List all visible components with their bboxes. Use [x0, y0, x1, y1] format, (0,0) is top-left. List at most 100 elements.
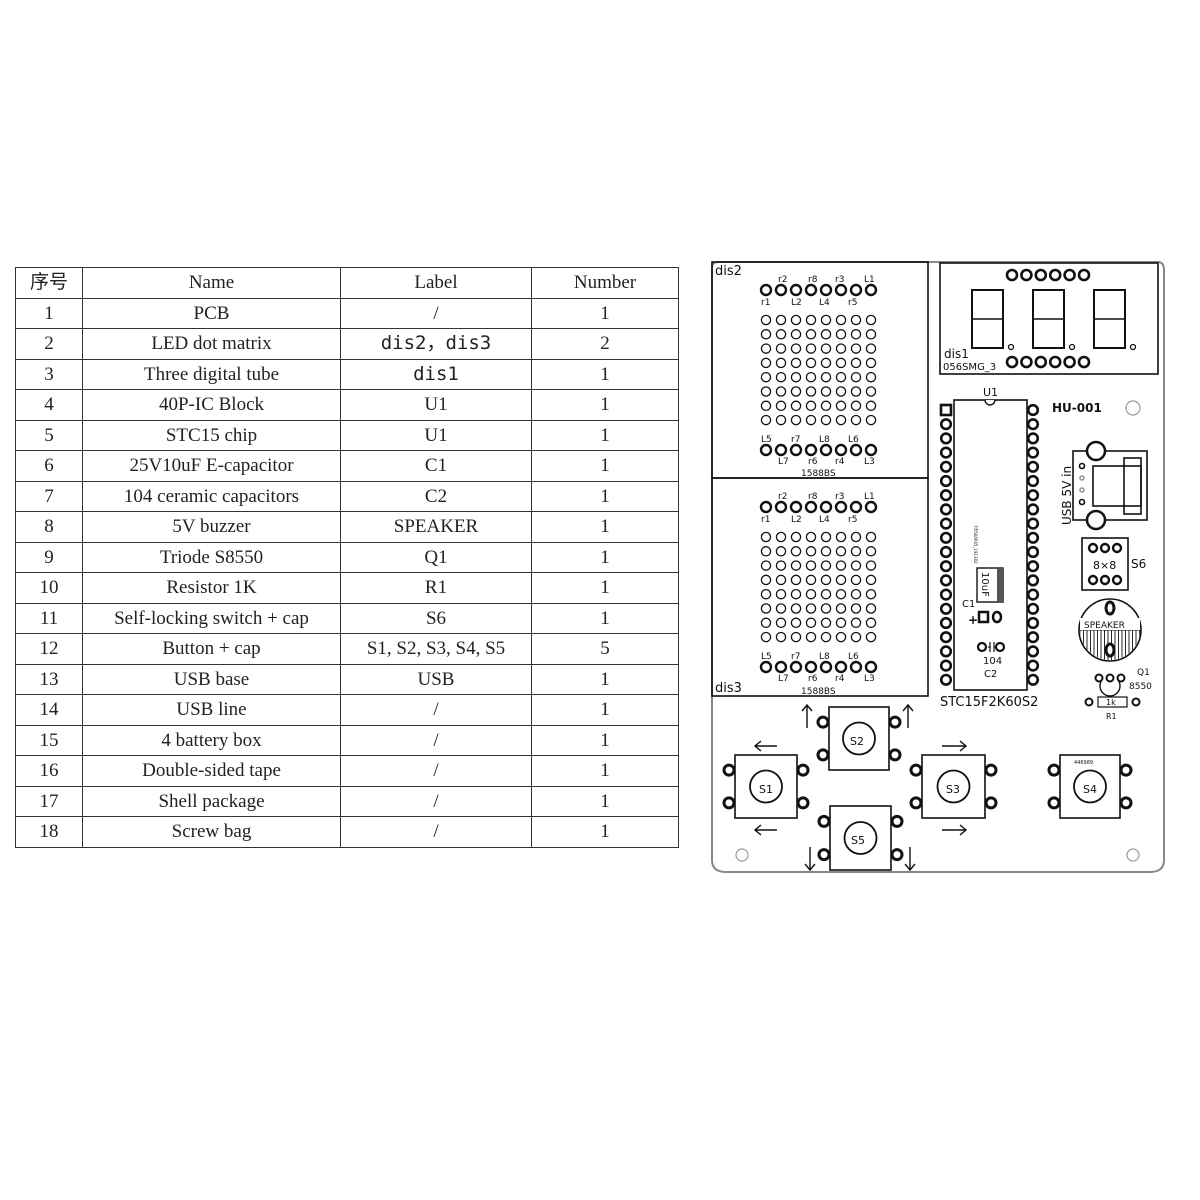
dis2-led-dot	[775, 314, 787, 326]
c1-stripe	[997, 568, 1003, 602]
dis3-led-dot	[775, 574, 787, 586]
dis2-bottom-pin	[849, 443, 863, 457]
q1-label: Q1	[1137, 668, 1150, 678]
s6-pin	[1099, 574, 1111, 586]
u1-pin	[1026, 503, 1040, 516]
cell-name: Self-locking switch + cap	[82, 602, 341, 634]
u1-pin	[1026, 403, 1040, 417]
dis3-pin-label: r7	[791, 652, 800, 662]
dis3-bottom-pin	[849, 660, 863, 674]
dis3-led-dot	[835, 617, 847, 629]
dis2-led-dot	[820, 357, 832, 369]
dis3-led-dot	[850, 603, 862, 614]
dis2-led-dot	[820, 329, 832, 340]
u1-pin	[1026, 645, 1040, 658]
button-pin	[817, 814, 831, 828]
u1-pin	[1026, 560, 1040, 573]
cell-number: 1	[531, 724, 679, 756]
dis3-led-dot	[865, 574, 877, 586]
table-header-row: 序号 Name Label Number	[15, 267, 679, 299]
speaker-pad	[1104, 600, 1116, 616]
u1-pin	[939, 645, 953, 658]
dis3-led-dot	[760, 546, 772, 557]
u1-pin	[1026, 631, 1040, 644]
dis3-pin-label: L4	[819, 515, 830, 525]
dis2-pin-label: r5	[848, 298, 857, 308]
c2-symbol	[988, 642, 996, 652]
dis2-led-dot	[865, 357, 877, 369]
dis3-pin-label: r4	[835, 674, 845, 684]
dis3-led-dot	[760, 574, 772, 586]
cell-index: 13	[15, 663, 83, 695]
u1-pin	[1026, 474, 1040, 488]
button-outline	[1059, 754, 1121, 819]
cell-name: Shell package	[82, 785, 341, 817]
u1-pin	[1026, 418, 1040, 431]
dis2-led-dot	[805, 414, 817, 426]
dis2-led-dot	[820, 371, 832, 383]
dis2-bottom-pin	[834, 443, 848, 457]
u1-pin	[939, 446, 953, 459]
cell-name: Resistor 1K	[82, 572, 341, 604]
dis2-pin-label: L7	[778, 457, 789, 467]
dis3-led-dot	[820, 560, 832, 571]
u1-pin	[1026, 531, 1040, 544]
u1-label: U1	[983, 386, 998, 399]
u1-pin	[1026, 602, 1040, 615]
cell-index: 15	[15, 724, 83, 756]
dis3-led-dot	[805, 588, 817, 600]
button-pin	[722, 796, 736, 810]
header-name: Name	[82, 267, 341, 299]
dis2-bottom-pin	[759, 443, 773, 457]
dis3-pin-label: r8	[808, 492, 818, 502]
dis2-pin-label: r7	[791, 435, 800, 445]
dis3-bottom-pin	[789, 660, 803, 674]
header-number: Number	[531, 267, 679, 299]
dis2-led-dot	[760, 357, 772, 369]
dis2-pin-label: L4	[819, 298, 830, 308]
dis3-pin-label: L6	[848, 652, 859, 662]
dis1-pin	[1034, 355, 1048, 369]
dis3-led-dot	[835, 560, 847, 571]
u1-pin	[939, 460, 953, 473]
decimal-point	[1007, 343, 1015, 351]
button-outline	[921, 754, 986, 819]
usb-label: USB 5V in	[1060, 466, 1074, 525]
c1-pad-round	[991, 610, 1003, 624]
dis3-led-dot	[790, 546, 802, 557]
dis3-led-dot	[790, 631, 802, 643]
button-pin	[909, 763, 923, 777]
dis2-led-dot	[790, 357, 802, 369]
dis3-bottom-pin	[819, 660, 833, 674]
dis3-top-pin	[774, 500, 788, 514]
dis1-pin	[1048, 355, 1062, 369]
button-pin	[984, 796, 998, 810]
dis3-led-dot	[760, 603, 772, 614]
button-pin	[1047, 763, 1061, 777]
c2-pad	[994, 641, 1006, 653]
mounting-hole	[1125, 400, 1141, 416]
u1-pin	[1026, 673, 1040, 686]
dis3-pin-label: r2	[778, 492, 787, 502]
s5-label: S5	[851, 834, 865, 847]
button-pin	[888, 748, 902, 762]
u1-pin	[939, 616, 953, 630]
dis2-led-dot	[850, 357, 862, 369]
dis3-led-dot	[805, 560, 817, 571]
dis2-led-dot	[850, 329, 862, 340]
button-pin	[816, 715, 830, 729]
u1-pin	[1026, 460, 1040, 473]
dis1-pin	[1063, 355, 1076, 369]
button-cap-outline	[1073, 769, 1107, 804]
dis2-led-dot	[790, 329, 802, 340]
dis3-pin-label: L3	[864, 674, 875, 684]
dis3-led-dot	[805, 574, 817, 586]
dis3-pin-label: r1	[761, 515, 770, 525]
dis1-pin	[1020, 268, 1033, 282]
dis2-led-dot	[805, 357, 817, 369]
dis3-led-dot	[760, 560, 772, 571]
dis2-led-dot	[790, 414, 802, 426]
